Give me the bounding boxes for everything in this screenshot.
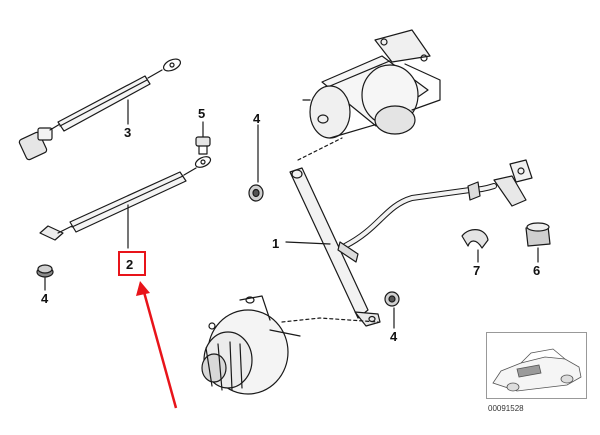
clip-part-7 [461,229,489,263]
vehicle-location-inset [486,332,587,399]
alternator [201,295,379,395]
cap-part-6 [525,222,551,263]
cable-part-1 [285,159,533,327]
callout-part-4-left: 4 [41,291,49,306]
nut-part-4-top [248,124,264,202]
callout-part-5: 5 [198,106,206,121]
catalog-number: 00091528 [488,404,524,413]
callout-part-4-bottom: 4 [390,329,398,344]
nut-part-4-bottom [384,291,400,329]
cable-part-3 [18,58,182,161]
starter-motor [297,29,441,161]
callout-part-6: 6 [533,263,541,278]
callout-part-7: 7 [473,263,481,278]
callout-part-2: 2 [126,257,134,272]
bolt-part-5 [195,121,211,155]
nut-part-4-left [36,264,54,291]
callout-part-3: 3 [124,125,132,140]
highlight-box-part-2: 2 [118,251,146,276]
cable-part-2 [39,156,212,249]
callout-part-1: 1 [272,236,280,251]
callout-part-4-top: 4 [253,111,261,126]
car-icon [492,348,582,392]
